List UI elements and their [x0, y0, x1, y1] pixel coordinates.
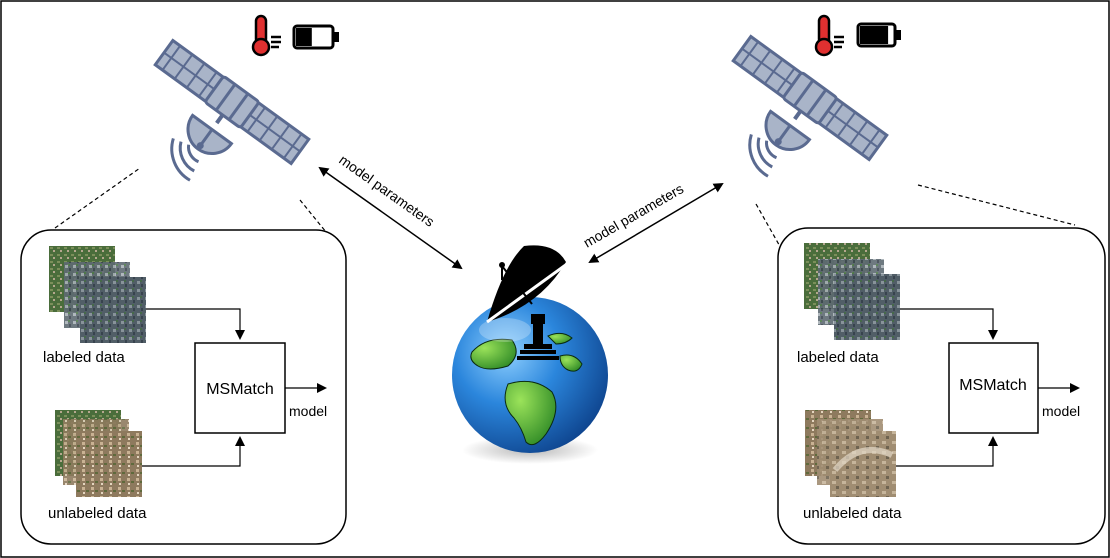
earth-globe-icon [452, 297, 608, 453]
right-labeled-images [804, 243, 900, 340]
right-thermometer-icon [814, 14, 846, 57]
right-zoom-line-2 [755, 203, 783, 251]
satellite-dish-icon [486, 245, 568, 360]
left-zoom-line-2 [299, 199, 327, 233]
left-msmatch-label: MSMatch [206, 381, 274, 398]
right-unlabeled-images [805, 410, 896, 497]
left-unlabeled-data-label: unlabeled data [48, 505, 147, 522]
left-unlabeled-images [55, 410, 142, 497]
right-labeled-arrow [900, 308, 998, 340]
left-thermometer-icon [251, 14, 283, 57]
left-model-label: model [289, 403, 327, 419]
left-labeled-images [49, 246, 146, 343]
right-labeled-data-label: labeled data [797, 349, 879, 366]
left-labeled-arrow [146, 308, 245, 340]
left-battery-icon [292, 24, 339, 50]
right-communication-arrow [588, 182, 724, 264]
right-unlabeled-data-label: unlabeled data [803, 505, 902, 522]
right-satellite-icon [690, 36, 887, 219]
left-communication-arrow [318, 166, 463, 270]
right-battery-icon [856, 22, 901, 48]
left-unlabeled-arrow [142, 436, 245, 467]
right-zoom-line-1 [917, 184, 1076, 226]
right-model-parameters-label: model parameters [581, 180, 687, 250]
right-msmatch-label: MSMatch [959, 377, 1027, 394]
left-satellite-icon [112, 40, 309, 223]
left-zoom-line-1 [54, 167, 141, 229]
right-unlabeled-arrow [896, 436, 998, 467]
right-model-label: model [1042, 403, 1080, 419]
right-battery-fill [860, 26, 889, 44]
left-battery-fill [296, 28, 312, 46]
right-msmatch-box [948, 342, 1039, 434]
left-labeled-data-label: labeled data [43, 349, 125, 366]
